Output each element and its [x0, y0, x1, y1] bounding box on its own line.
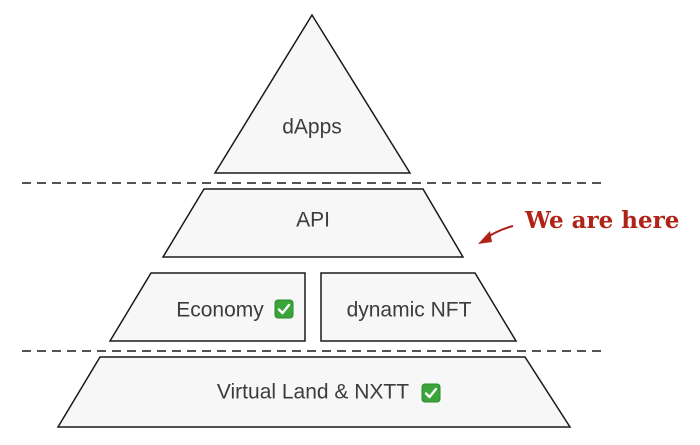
dynamic-nft-label: dynamic NFT: [347, 299, 472, 322]
callout-arrow-head: [478, 231, 492, 244]
virtual-land-check-icon: [421, 383, 441, 403]
virtual-land-label: Virtual Land & NXTT: [217, 381, 409, 404]
virtual-land-layer: [56, 356, 572, 428]
callout-text: We are here: [524, 207, 679, 234]
dapps-layer: [213, 13, 412, 174]
dynamic-nft-layer: [320, 272, 518, 342]
dapps-label: dApps: [282, 116, 342, 139]
economy-layer: [108, 272, 306, 342]
api-layer: [161, 188, 465, 258]
economy-label: Economy: [176, 299, 264, 322]
api-label: API: [296, 209, 330, 232]
economy-check-icon: [274, 299, 294, 319]
